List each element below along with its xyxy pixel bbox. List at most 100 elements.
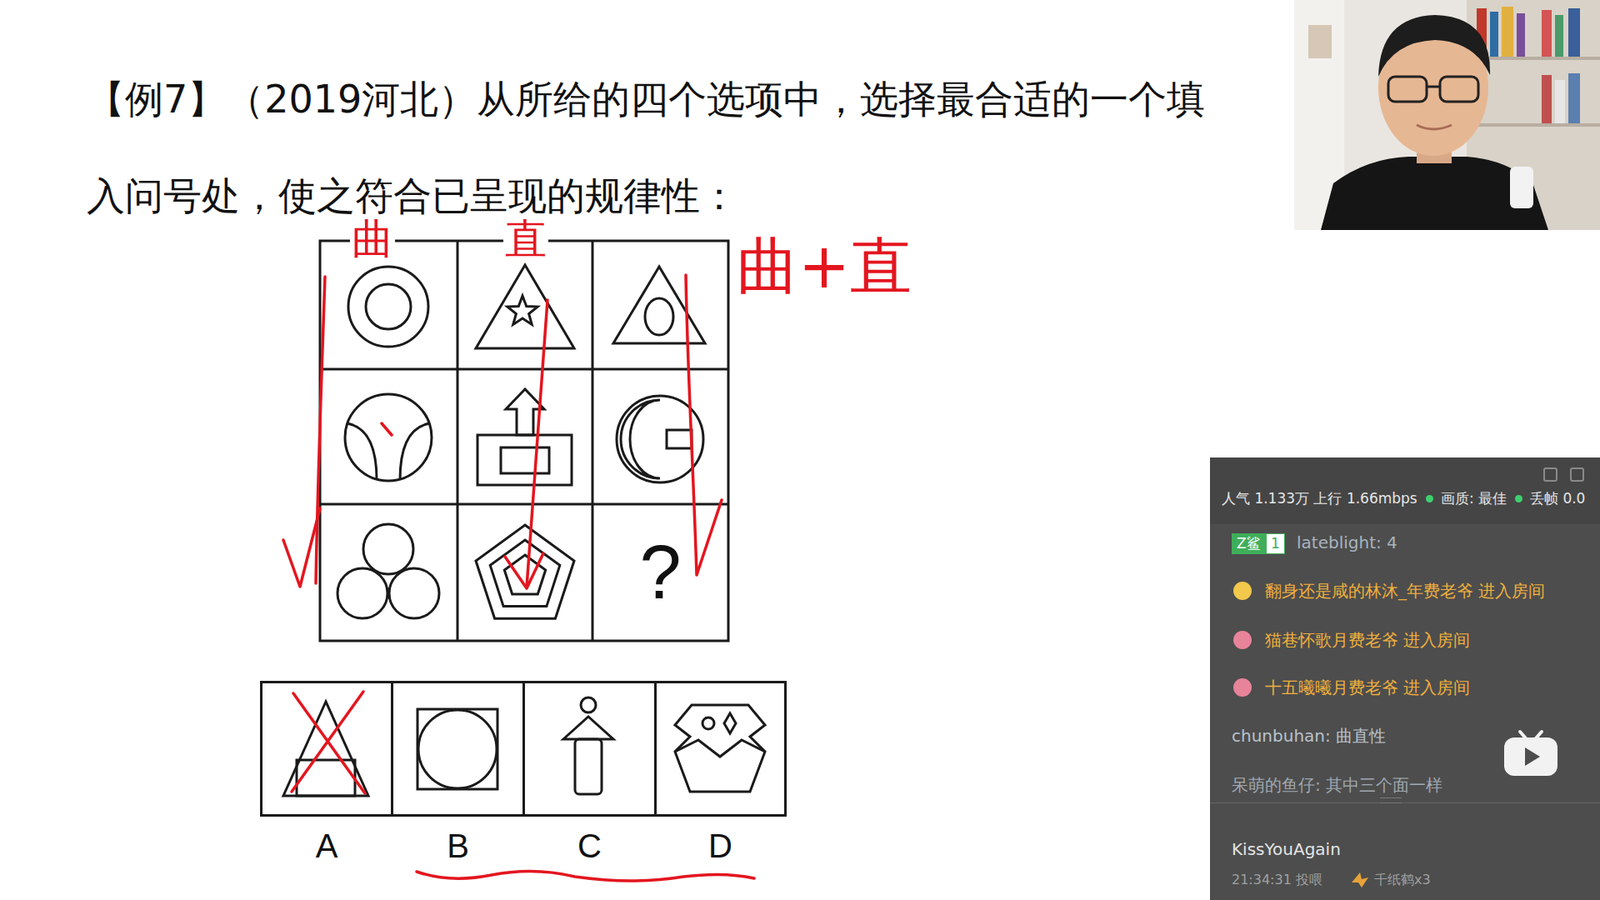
entry-notice: 猫巷怀歌月费老爷 进入房间	[1265, 629, 1470, 652]
grid-line	[591, 240, 595, 641]
square	[417, 709, 498, 790]
option-box: A	[260, 680, 394, 817]
resize-grip	[1380, 797, 1402, 804]
book	[1490, 11, 1499, 57]
ornament	[1308, 25, 1332, 59]
stream-stat: 人气 1.133万 上行 1.66mbps	[1221, 489, 1418, 509]
glasses	[1426, 85, 1440, 89]
grid-line	[456, 240, 460, 641]
annotation-stroke	[315, 276, 325, 584]
book	[1541, 10, 1552, 57]
shirt-print	[1510, 166, 1534, 209]
inner-circle	[365, 284, 411, 330]
underline	[416, 870, 755, 881]
hair	[1378, 15, 1490, 77]
circle	[418, 710, 497, 789]
curve	[346, 423, 377, 480]
option-box: D	[654, 680, 787, 817]
option-letter: C	[525, 825, 655, 866]
book	[1516, 13, 1525, 57]
stream-stat: 画质: 最佳	[1440, 489, 1507, 509]
stream-stat: 丢帧 0.0	[1530, 489, 1585, 509]
small-diamond	[724, 713, 736, 734]
user-icon	[1233, 581, 1252, 600]
cross-mark	[291, 691, 365, 794]
crane-shape	[1351, 872, 1369, 888]
book	[1555, 80, 1565, 124]
user-icon	[1233, 678, 1252, 697]
shirt	[1320, 156, 1549, 230]
shelf	[1466, 123, 1600, 127]
check-mark	[283, 508, 320, 587]
book	[1568, 8, 1580, 57]
rectangle	[575, 739, 602, 795]
ellipse	[645, 298, 674, 335]
status-dot	[1515, 495, 1523, 503]
gift-icon	[1350, 870, 1370, 890]
question-title: 【例7】（2019河北）从所给的四个选项中，选择最合适的一个填 入问号处，使之符…	[86, 50, 1287, 245]
chat-panel: 人气 1.133万 上行 1.66mbps 画质: 最佳 丢帧 0.0Z鲨1 late…	[1210, 457, 1600, 900]
status-dot	[1425, 495, 1434, 503]
toolbar-icon	[1570, 467, 1585, 482]
grid-border	[320, 240, 729, 641]
entry-notice: 十五曦曦月费老爷 进入房间	[1265, 676, 1470, 700]
gift-sender: KissYouAgain	[1231, 838, 1341, 861]
small-circle	[702, 717, 715, 730]
gift-time: 21:34:31 投喂	[1231, 870, 1323, 890]
book	[1555, 15, 1564, 57]
option-letter: A	[262, 825, 391, 866]
option-box: B	[390, 680, 525, 817]
circle	[363, 524, 414, 575]
book	[1568, 73, 1580, 124]
zigzag	[675, 740, 765, 757]
rectangle	[666, 430, 692, 449]
gift-name: 千纸鹤x3	[1374, 870, 1431, 890]
check-mark	[685, 275, 722, 575]
chat-message: chunbuhan: 曲直性	[1231, 725, 1386, 748]
circle	[580, 697, 596, 713]
roof	[563, 716, 614, 740]
pentagon	[490, 540, 560, 607]
triangle	[475, 265, 575, 349]
fan-level: 1	[1265, 533, 1285, 555]
grid-line	[320, 503, 729, 506]
glasses	[1388, 76, 1427, 102]
handwritten-note: 直	[503, 218, 549, 260]
circle	[345, 394, 432, 481]
book	[1541, 75, 1552, 124]
chat-message: lateblight: 4	[1296, 531, 1398, 555]
play-icon	[1501, 729, 1560, 781]
antenna	[1535, 731, 1542, 739]
antenna	[1520, 731, 1526, 739]
toolbar-icon	[1543, 467, 1558, 482]
webcam-frame	[1294, 0, 1600, 230]
fan-badge: Z鲨	[1231, 533, 1266, 555]
curve	[400, 423, 430, 480]
option-letter: B	[393, 825, 523, 866]
handwritten-note: 曲	[350, 218, 395, 260]
question-mark: ?	[639, 530, 681, 615]
chat-message: 呆萌的鱼仔: 其中三个面一样	[1231, 774, 1443, 797]
option-letter: D	[656, 825, 785, 866]
option-box: C	[522, 680, 657, 817]
annotation-arrow	[526, 300, 548, 588]
bowl-shape	[675, 705, 765, 792]
entry-notice: 翻身还是咸的林沐_年费老爷 进入房间	[1265, 580, 1545, 603]
outer-circle	[348, 266, 429, 347]
circle	[389, 568, 440, 619]
grid-line	[320, 368, 729, 371]
play-triangle	[1525, 747, 1540, 766]
star	[507, 295, 538, 325]
crescent	[620, 400, 660, 479]
annotation-tick	[381, 423, 392, 435]
book	[1501, 6, 1514, 57]
user-icon	[1233, 630, 1252, 650]
rectangle	[477, 435, 572, 485]
missing-cell: ?	[592, 504, 729, 641]
circle	[337, 568, 388, 619]
annotation-arrow	[505, 553, 544, 589]
rectangle	[500, 447, 550, 474]
pentagon	[475, 525, 575, 619]
puzzle-grid	[320, 240, 729, 641]
